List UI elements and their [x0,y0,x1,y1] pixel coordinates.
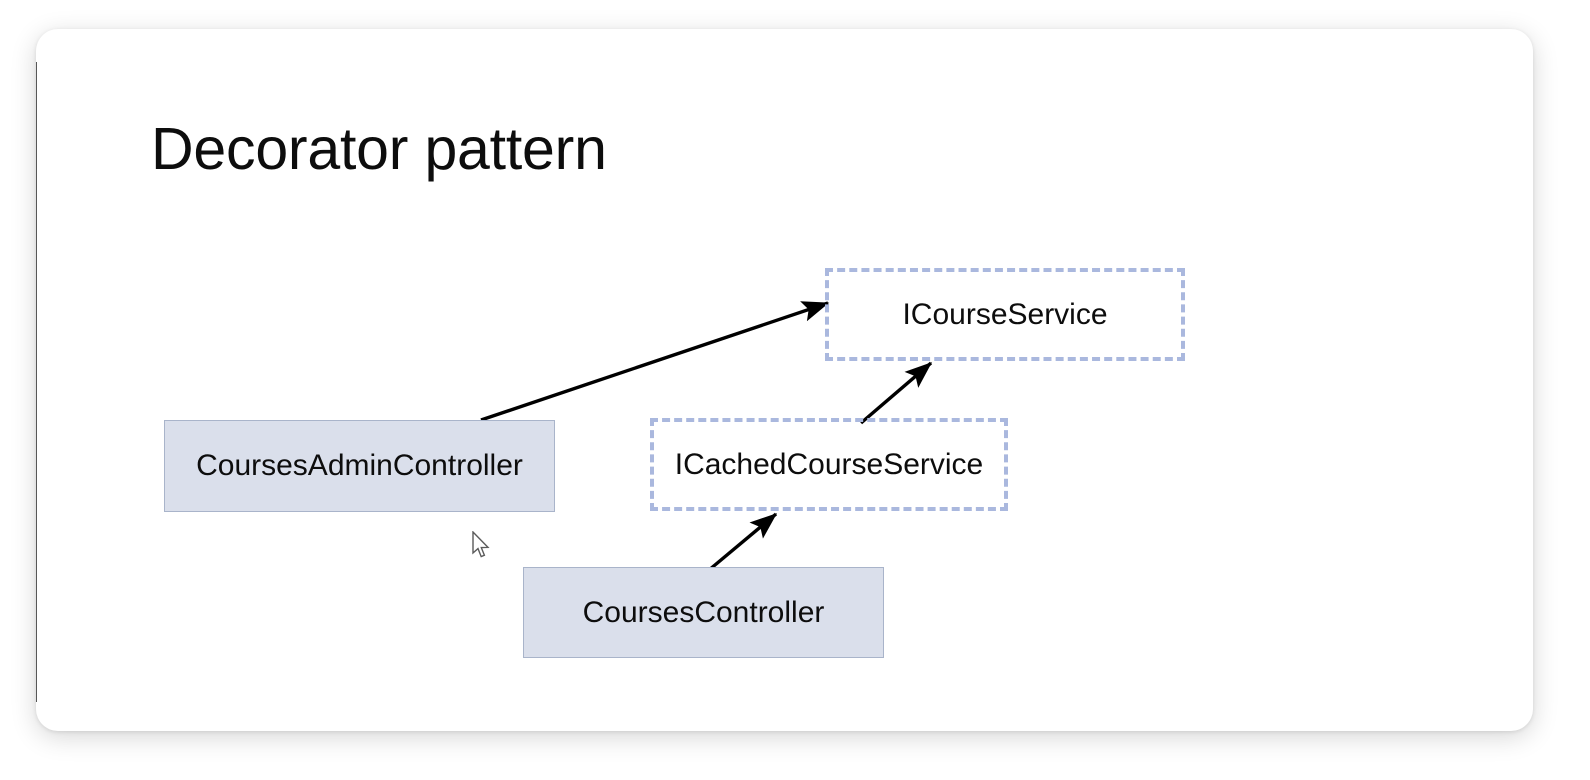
node-label: CoursesAdminController [196,449,523,482]
edge-controller-to-cached [707,512,778,572]
node-icachedcourseservice[interactable]: ICachedCourseService [650,418,1008,511]
node-courses-controller[interactable]: CoursesController [523,567,884,658]
node-courses-admin-controller[interactable]: CoursesAdminController [164,420,555,512]
node-icourseservice[interactable]: ICourseService [825,268,1185,361]
edge-cached-to-icourseservice [859,361,933,425]
node-label: ICourseService [902,297,1108,331]
page-title: Decorator pattern [151,116,607,182]
node-label: CoursesController [582,595,825,629]
slide-left-edge-rule [36,62,37,702]
node-label: ICachedCourseService [674,447,984,481]
edge-admin-to-icourseservice [480,301,830,422]
mouse-cursor-icon [472,531,490,558]
